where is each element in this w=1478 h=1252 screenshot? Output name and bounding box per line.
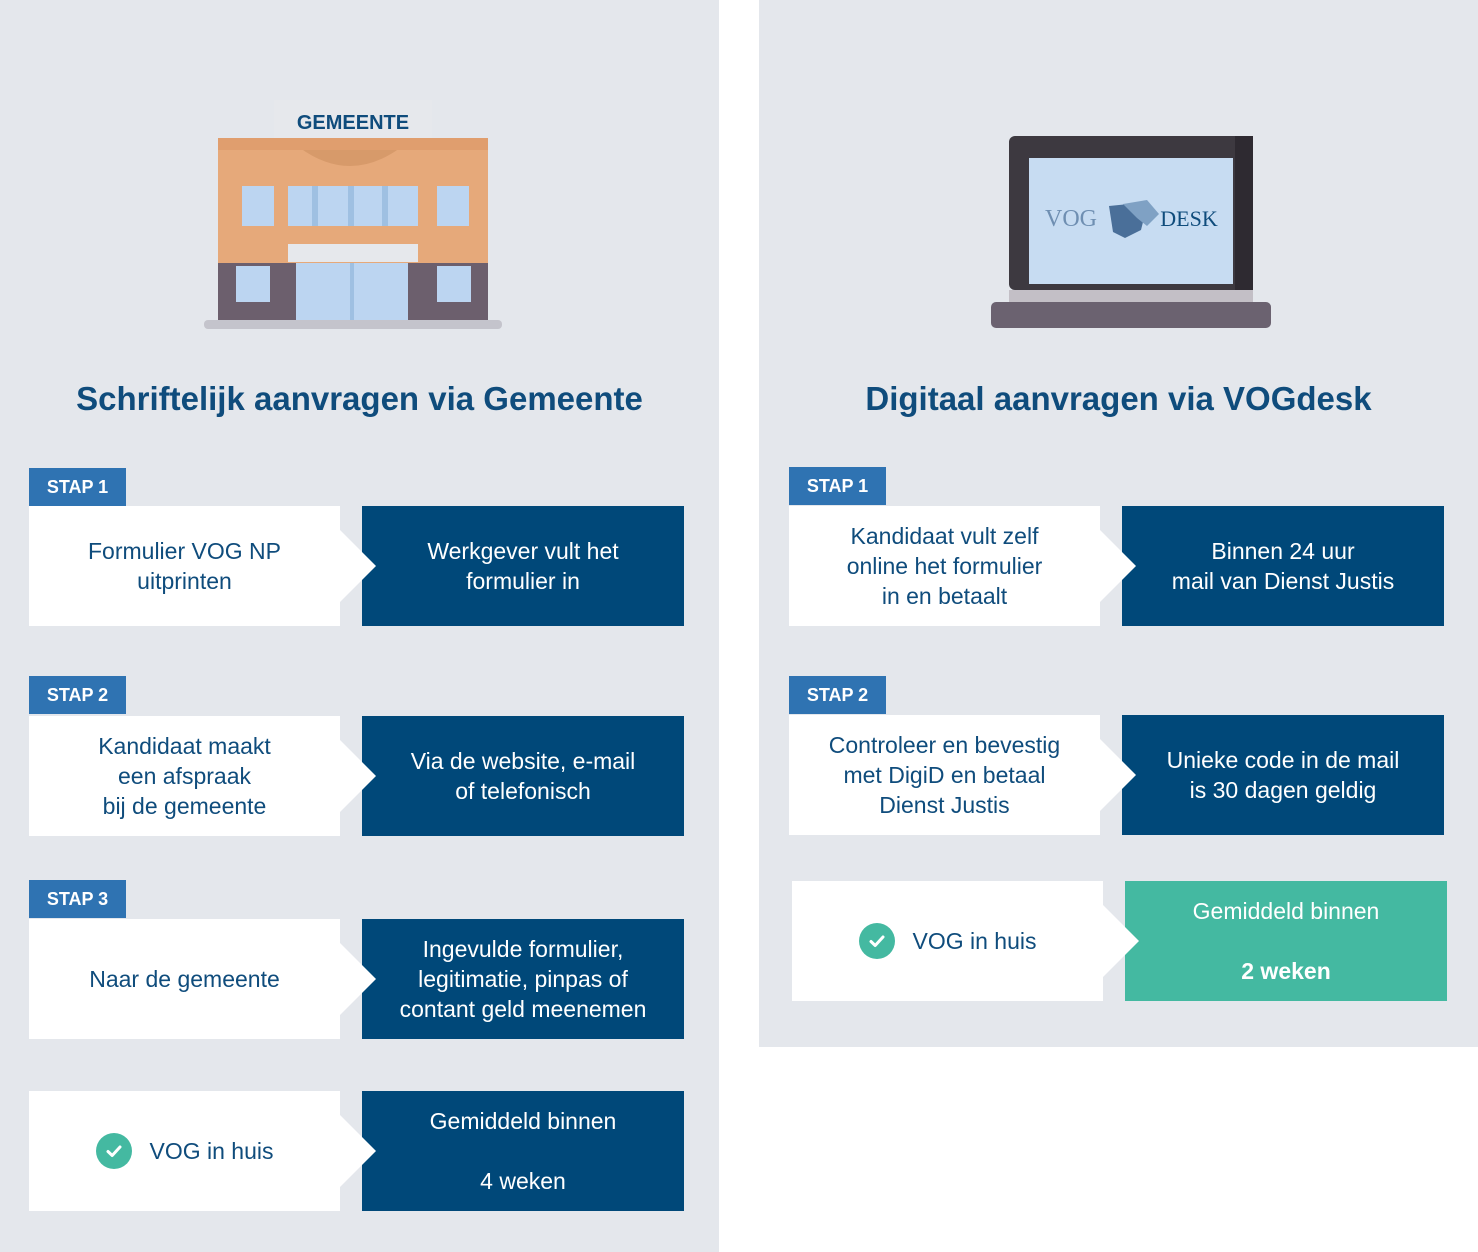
step-badge-2: STAP 2: [789, 676, 886, 714]
step-row-1: Formulier VOG NP uitprinten Werkgever vu…: [29, 506, 684, 626]
step-description: Formulier VOG NP uitprinten: [29, 506, 340, 626]
step-badge-1: STAP 1: [789, 467, 886, 505]
duration-line-1: Gemiddeld binnen: [429, 1108, 617, 1134]
right-panel: VOG DESK Digitaal aanvragen via VOGdesk …: [759, 0, 1478, 1047]
step-row-1: Kandidaat vult zelf online het formulier…: [789, 506, 1445, 626]
step-detail: Unieke code in de mail is 30 dagen geldi…: [1122, 715, 1444, 835]
step-badge-3: STAP 3: [29, 880, 126, 918]
result-label-box: VOG in huis: [29, 1091, 340, 1211]
result-label-box: VOG in huis: [792, 881, 1103, 1001]
step-detail: Binnen 24 uur mail van Dienst Justis: [1122, 506, 1444, 626]
logo-desk-text: DESK: [1160, 206, 1218, 231]
arrow-notch: [1103, 905, 1139, 977]
handshake-icon: [1109, 200, 1159, 238]
right-title: Digitaal aanvragen via VOGdesk: [865, 380, 1372, 417]
result-duration: Gemiddeld binnen 2 weken: [1125, 881, 1447, 1001]
town-hall-illustration: GEMEENTE: [204, 100, 502, 329]
step-detail: Ingevulde formulier, legitimatie, pinpas…: [362, 919, 684, 1039]
step-badge-1: STAP 1: [29, 468, 126, 506]
result-row: VOG in huis Gemiddeld binnen 4 weken: [29, 1091, 684, 1211]
check-icon: [858, 923, 895, 959]
arrow-notch: [340, 1115, 376, 1187]
result-label: VOG in huis: [912, 928, 1037, 954]
result-row: VOG in huis Gemiddeld binnen 2 weken: [792, 881, 1448, 1001]
laptop-illustration: VOG DESK: [991, 136, 1271, 328]
step-badge-2: STAP 2: [29, 676, 126, 714]
step-row-2: Controleer en bevestig met DigiD en beta…: [789, 715, 1445, 835]
step-detail: Werkgever vult het formulier in: [362, 506, 684, 626]
step-row-2: Kandidaat maakt een afspraak bij de geme…: [29, 716, 684, 836]
result-duration: Gemiddeld binnen 4 weken: [362, 1091, 684, 1211]
arrow-notch: [340, 530, 376, 602]
check-icon: [95, 1133, 132, 1169]
left-title: Schriftelijk aanvragen via Gemeente: [76, 380, 643, 417]
step-row-3: Naar de gemeente Ingevulde formulier, le…: [29, 919, 684, 1039]
step-description: Controleer en bevestig met DigiD en beta…: [789, 715, 1100, 835]
step-detail: Via de website, e-mail of telefonisch: [362, 716, 684, 836]
arrow-notch: [340, 740, 376, 812]
left-panel: GEMEENTE Schriftelijk aanvragen via Geme…: [0, 0, 719, 1252]
result-label: VOG in huis: [149, 1138, 274, 1164]
step-description: Kandidaat vult zelf online het formulier…: [789, 506, 1100, 626]
building-sign-text: GEMEENTE: [297, 112, 409, 134]
step-description: Kandidaat maakt een afspraak bij de geme…: [29, 716, 340, 836]
duration-line-1: Gemiddeld binnen: [1192, 898, 1380, 924]
arrow-notch: [340, 943, 376, 1015]
duration-line-2: 4 weken: [480, 1168, 566, 1194]
logo-vog-text: VOG: [1045, 206, 1097, 232]
arrow-notch: [1100, 739, 1136, 811]
step-description: Naar de gemeente: [29, 919, 340, 1039]
duration-line-2: 2 weken: [1241, 958, 1331, 984]
arrow-notch: [1100, 530, 1136, 602]
